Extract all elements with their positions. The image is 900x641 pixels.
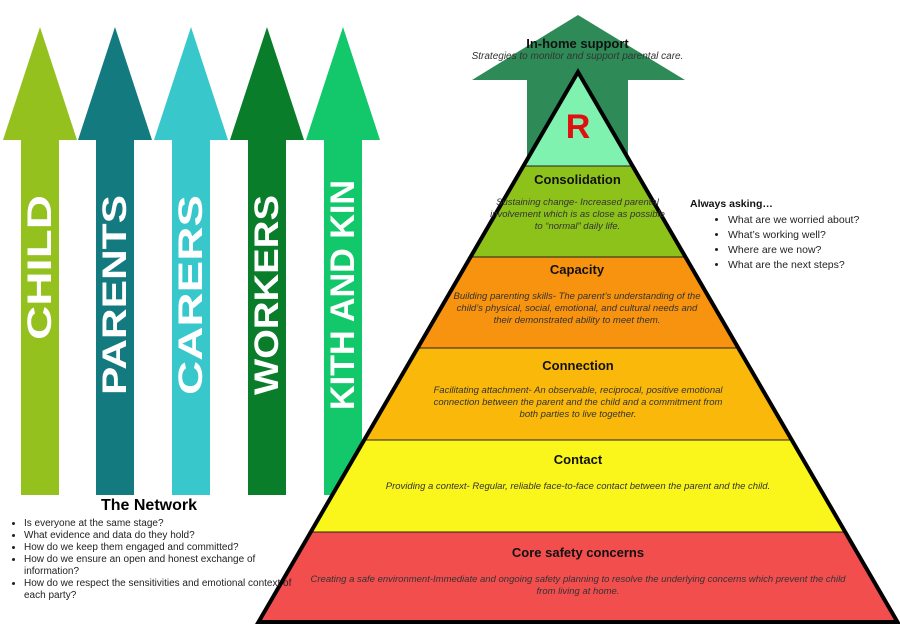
level-connection: Connection Facilitating attachment- An o… [432,358,724,421]
network-item: What evidence and data do they hold? [24,530,294,542]
network-title: The Network [100,497,197,514]
network-item: How do we ensure an open and honest exch… [24,554,294,578]
network-arrow-carers [154,27,228,495]
level-desc: Providing a context- Regular, reliable f… [385,481,771,492]
level-capacity: Capacity Building parenting skills- The … [452,262,702,327]
network-item: How do we respect the sensitivities and … [24,578,294,602]
always-asking-title: Always asking… [690,198,773,210]
asking-item: What’s working well? [728,228,859,243]
in-home-support: In-home support Strategies to monitor an… [440,36,715,63]
always-asking: Always asking… What are we worried about… [690,198,859,273]
network-arrow-label: CHILD [21,195,59,340]
in-home-title: In-home support [526,36,629,51]
level-contact: Contact Providing a context- Regular, re… [340,452,816,493]
level-title: Contact [553,452,603,467]
network-arrow-kith-and-kin [306,27,380,495]
network-arrow-label: CARERS [172,195,210,395]
network-arrow-child [3,27,77,495]
asking-item: Where are we now? [728,243,859,258]
network-item: How do we keep them engaged and committe… [24,542,294,554]
in-home-desc: Strategies to monitor and support parent… [471,51,684,62]
pyramid-outline [255,68,900,624]
network-arrow-label: PARENTS [96,195,134,395]
level-title: Core safety concerns [511,545,645,560]
level-consolidation: Consolidation Sustaining change- Increas… [490,172,665,233]
apex-r-label: R [565,108,591,146]
level-desc: Sustaining change- Increased parental in… [490,197,665,232]
network-arrow-workers [230,27,304,495]
level-title: Capacity [549,262,605,277]
level-title: Connection [542,358,614,373]
level-desc: Facilitating attachment- An observable, … [433,385,723,420]
level-desc: Building parenting skills- The parent’s … [453,291,701,326]
asking-item: What are the next steps? [728,258,859,273]
network-arrow-label: KITH AND KIN [324,180,362,410]
asking-item: What are we worried about? [728,213,859,228]
level-core-safety: Core safety concerns Creating a safe env… [305,545,851,598]
network-arrow-parents [78,27,152,495]
network-item: Is everyone at the same stage? [24,518,294,530]
the-network: The Network Is everyone at the same stag… [4,497,294,602]
level-title: Consolidation [534,172,621,187]
level-desc: Creating a safe environment-Immediate an… [310,574,846,597]
network-arrow-label: WORKERS [248,195,286,395]
